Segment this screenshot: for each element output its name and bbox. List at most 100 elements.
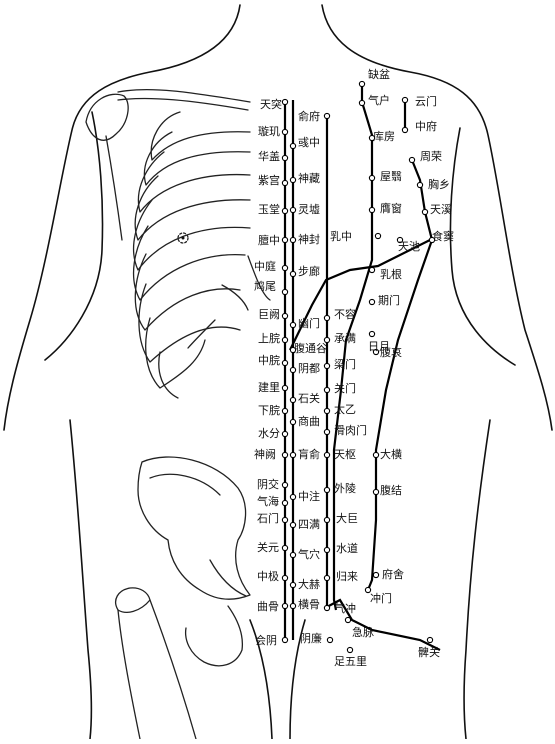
acupoint-kufang-label: 库房 [373,130,395,143]
acupoint-zhongfu-marker [401,126,409,134]
acupoint-huiyin-label: 会阴 [255,634,277,647]
acupoint-fushe-label: 府舍 [382,567,404,581]
acupoint-shenfeng-label: 神封 [298,232,320,246]
acupoint-zigong-marker [281,179,289,187]
acupoint-zhongzhu-marker [289,493,297,501]
acupoint-dahe-marker [289,581,297,589]
acupoint-huangshu-marker [289,451,297,459]
acupoint-jimai-label: 急脉 [352,625,374,639]
acupoint-riyue-label: 日月 [368,340,390,353]
acupoint-fuai-label: 腹哀 [380,345,402,359]
acupoint-yutang-marker [281,207,289,215]
acupoint-taiyi-marker [323,407,331,415]
acupoint-qugu-marker [281,602,289,610]
acupoint-chengman-marker [323,336,331,344]
acupoint-daju-marker [323,516,331,524]
acupoint-liangmen-marker [323,362,331,370]
acupoint-xuanji-label: 璇玑 [258,125,280,138]
acupoint-yuzhong-label: 彧中 [298,136,320,149]
acupoint-henggu-marker [289,602,297,610]
acupoint-chongmen-label: 冲门 [370,591,392,605]
acupoint-yindu-marker [289,366,297,374]
acupoint-quepen-label: 缺盆 [368,67,390,81]
point-labels: 天突璇玑华盖紫宫玉堂膻中中庭鸠尾巨阙上脘中脘建里下脘水分神阙阴交气海石门关元中极… [254,67,454,668]
acupoint-rugen-marker [368,266,376,274]
acupoint-shiguan-label: 石关 [298,391,320,405]
acupoint-xiawan-marker [281,407,289,415]
acupoint-fujie-label: 腹结 [380,483,402,497]
acupoint-yunmen-label: 云门 [415,94,437,108]
acupoint-burong-marker [323,314,331,322]
acupoint-wuyi-marker [368,174,376,182]
acupoint-shimen-label: 石门 [257,511,279,525]
acupoint-xiawan-label: 下脘 [258,403,280,417]
acupoint-zigong-label: 紫宫 [258,173,280,187]
acupoint-shangwan-label: 上脘 [258,331,280,345]
acupoint-wailing-label: 外陵 [334,482,356,495]
acupoint-qihai-label: 气海 [257,494,279,508]
acupoint-zhongfu-label: 中府 [415,119,437,133]
acupoint-burong-label: 不容 [334,307,356,321]
acupoint-huangshu-label: 肓俞 [298,447,320,461]
acupoint-shencang-marker [289,176,297,184]
acupoint-zhongting-marker [281,264,289,272]
acupoint-quepen-marker [358,80,366,88]
acupoint-wuyi-label: 屋翳 [380,170,402,183]
acupoint-zhongwan-marker [281,359,289,367]
acupoint-jianli-marker [281,384,289,392]
acupoint-qihu-label: 气户 [368,93,390,107]
acupoint-jianli-label: 建里 [258,380,280,394]
acupoint-fuai-marker [372,348,380,356]
acupoint-yindu-label: 阴都 [298,362,320,375]
acupoint-zhongzhu-label: 中注 [298,489,320,503]
acupoint-shidou-label: 食窦 [432,229,454,243]
acupoint-yingchuang-label: 膺窗 [380,201,402,215]
acupoint-huaroumen-label: 滑肉门 [334,423,367,437]
acupoint-siman-marker [289,521,297,529]
acupoint-bulang-label: 步廊 [298,264,320,278]
acupoint-qimen-marker [368,298,376,306]
acupoint-kufang-marker [368,134,376,142]
acupoint-tanzhong-marker [281,236,289,244]
acupoint-yingchuang-marker [368,206,376,214]
acupoint-guanmen-marker [323,386,331,394]
acupoint-shangqu-label: 商曲 [298,414,320,428]
acupoint-zuwuli-marker [346,646,354,654]
acupoint-yuzhong-marker [289,142,297,150]
acupoint-qugu-label: 曲骨 [257,600,279,613]
acupoint-wailing-marker [323,486,331,494]
acupoint-guanmen-label: 关门 [334,381,356,395]
acupoint-lingxu-marker [289,206,297,214]
acupoint-daju-label: 大巨 [336,511,358,525]
acupoint-shidou-marker [428,236,436,244]
acupoint-shimen-marker [281,516,289,524]
rib-cage [85,88,271,399]
acupoint-qihu-marker [358,99,366,107]
acupoint-shencang-label: 神藏 [298,171,320,185]
acupoint-siman-label: 四满 [298,518,320,531]
acupoint-tianxi-marker [421,208,429,216]
acupoint-zhongting-label: 中庭 [254,259,276,273]
acupoint-tianshu-label: 天枢 [334,447,356,461]
acupoint-biguan-label: 髀关 [418,645,440,659]
acupoint-qichong-marker [323,604,331,612]
acupoint-zhongji-marker [281,574,289,582]
acupoint-tanzhong-label: 膻中 [258,233,280,247]
acupoint-chongmen-marker [364,586,372,594]
acupoint-jiuwei-marker [281,288,289,296]
acupoint-daheng-label: 大横 [380,447,402,461]
acupoint-zhourong-label: 周荣 [420,150,442,163]
acupoint-futonggu-marker [289,346,297,354]
acupoint-tiantu-marker [281,98,289,106]
acupoint-guanyuan-marker [281,544,289,552]
acupoint-shiguan-marker [289,396,297,404]
acupoint-youmen-marker [289,321,297,329]
acupoint-zhongji-label: 中极 [257,569,279,583]
acupoint-guilai-label: 归来 [336,569,358,583]
pelvis [115,456,251,740]
acupoint-fujie-marker [372,488,380,496]
acupoint-shenque-marker [281,451,289,459]
acupoint-shufu-marker [323,112,331,120]
